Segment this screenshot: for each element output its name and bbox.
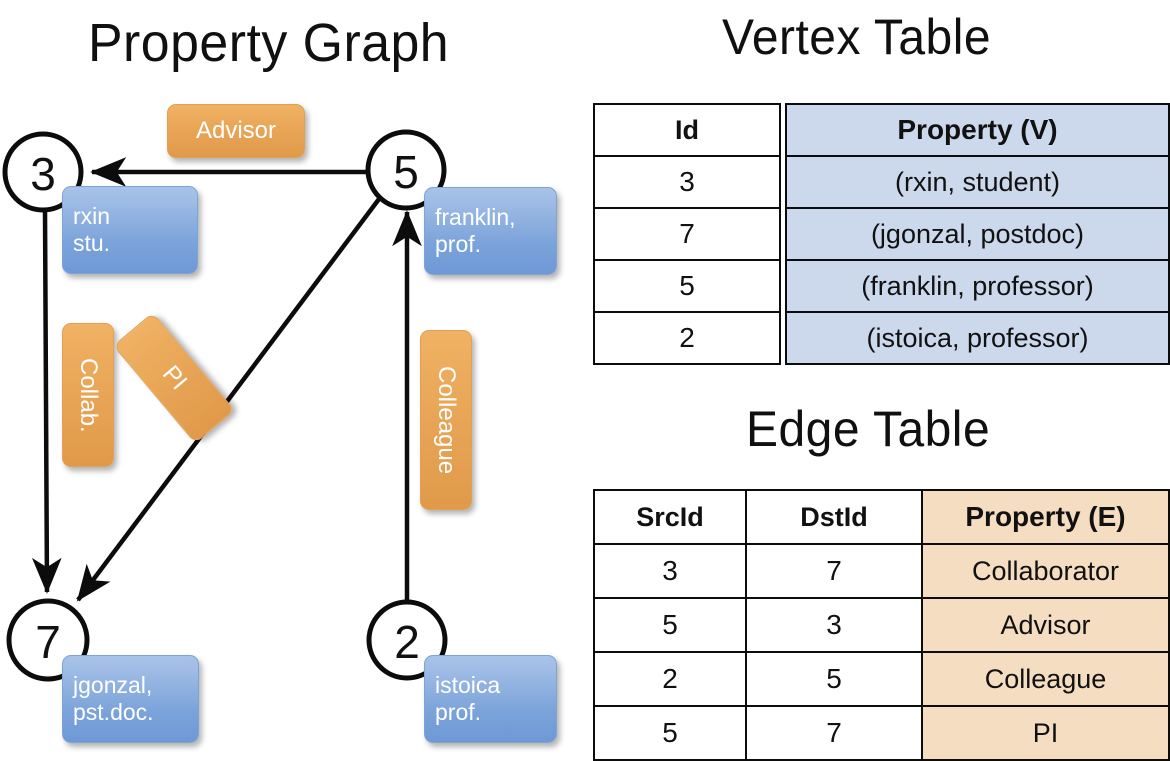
edge-label-colleague: Colleague [420, 330, 472, 510]
edge-property-cell: Collaborator [921, 543, 1170, 599]
node-property-text-rxin: rxin stu. [73, 202, 111, 256]
edge-property-cell: Advisor [921, 597, 1170, 653]
property-graph-diagram: 3 5 7 2 [2, 129, 448, 682]
page-title-vertex-table: Vertex Table [722, 9, 992, 65]
table-header-row: Id [593, 103, 781, 157]
vertex-property-cell: (rxin, student) [785, 155, 1170, 209]
edge-3-to-7 [31, 209, 62, 594]
table-row: (franklin, professor) [785, 259, 1170, 313]
table-row: Colleague [921, 651, 1170, 707]
edge-label-collab: Collab. [62, 323, 114, 467]
page-title-property-graph: Property Graph [88, 13, 450, 73]
table-header-row: Property (V) [785, 103, 1170, 157]
table-header-row: Property (E) [921, 489, 1170, 545]
vertex-id-cell: 3 [593, 155, 781, 209]
table-row: 3 7 [593, 543, 923, 599]
graph-node-3-label: 3 [30, 148, 56, 200]
table-row: 5 7 [593, 705, 923, 761]
edge-dst-header: DstId [745, 489, 923, 545]
edge-src-cell: 5 [593, 597, 747, 653]
vertex-table-id-column: Id 3 7 5 2 [593, 103, 781, 365]
edge-property-header: Property (E) [921, 489, 1170, 545]
table-row: (rxin, student) [785, 155, 1170, 209]
edge-src-header: SrcId [593, 489, 747, 545]
edge-dst-cell: 7 [745, 705, 923, 761]
node-property-text-franklin: franklin, prof. [435, 203, 516, 257]
table-row: (istoica, professor) [785, 311, 1170, 365]
table-row: 2 5 [593, 651, 923, 707]
node-property-text-jgonzal: jgonzal, pst.doc. [73, 671, 154, 725]
table-header-row: SrcId DstId [593, 489, 923, 545]
edge-label-colleague-text: Colleague [433, 365, 461, 475]
vertex-id-header: Id [593, 103, 781, 157]
edge-5-to-7 [76, 197, 381, 602]
edge-label-pi-text: PI [156, 360, 193, 395]
edge-label-advisor-text: Advisor [195, 116, 277, 144]
edge-dst-cell: 7 [745, 543, 923, 599]
edge-table-src-dst-columns: SrcId DstId 3 7 5 3 2 5 5 7 [593, 489, 923, 761]
table-row: PI [921, 705, 1170, 761]
vertex-property-cell: (franklin, professor) [785, 259, 1170, 313]
edge-table-property-column: Property (E) Collaborator Advisor Collea… [921, 489, 1170, 761]
node-property-box-istoica: istoica prof. [424, 655, 557, 743]
edge-dst-cell: 5 [745, 651, 923, 707]
edge-dst-cell: 3 [745, 597, 923, 653]
edge-src-cell: 5 [593, 705, 747, 761]
vertex-table-property-column: Property (V) (rxin, student) (jgonzal, p… [785, 103, 1170, 365]
edge-label-collab-text: Collab. [75, 357, 103, 433]
edge-property-cell: PI [921, 705, 1170, 761]
table-row: Advisor [921, 597, 1170, 653]
node-property-text-istoica: istoica prof. [435, 671, 501, 725]
vertex-id-cell: 5 [593, 259, 781, 313]
vertex-property-cell: (jgonzal, postdoc) [785, 207, 1170, 261]
vertex-property-header: Property (V) [785, 103, 1170, 157]
table-row: 3 [593, 155, 781, 209]
table-row: (jgonzal, postdoc) [785, 207, 1170, 261]
graph-node-5-label: 5 [393, 146, 419, 198]
edge-src-cell: 3 [593, 543, 747, 599]
table-row: 5 [593, 259, 781, 313]
node-property-box-rxin: rxin stu. [62, 186, 198, 274]
table-row: 5 3 [593, 597, 923, 653]
graph-node-7-label: 7 [35, 616, 61, 668]
vertex-property-cell: (istoica, professor) [785, 311, 1170, 365]
page-title-edge-table: Edge Table [746, 401, 991, 457]
edge-label-advisor: Advisor [167, 104, 305, 158]
table-row: 7 [593, 207, 781, 261]
node-property-box-franklin: franklin, prof. [424, 187, 557, 275]
vertex-id-cell: 7 [593, 207, 781, 261]
graph-node-2-label: 2 [394, 616, 420, 668]
table-row: 2 [593, 311, 781, 365]
node-property-box-jgonzal: jgonzal, pst.doc. [62, 655, 199, 743]
edge-property-cell: Colleague [921, 651, 1170, 707]
table-row: Collaborator [921, 543, 1170, 599]
graph-node-5[interactable] [365, 129, 447, 211]
edge-src-cell: 2 [593, 651, 747, 707]
vertex-id-cell: 2 [593, 311, 781, 365]
